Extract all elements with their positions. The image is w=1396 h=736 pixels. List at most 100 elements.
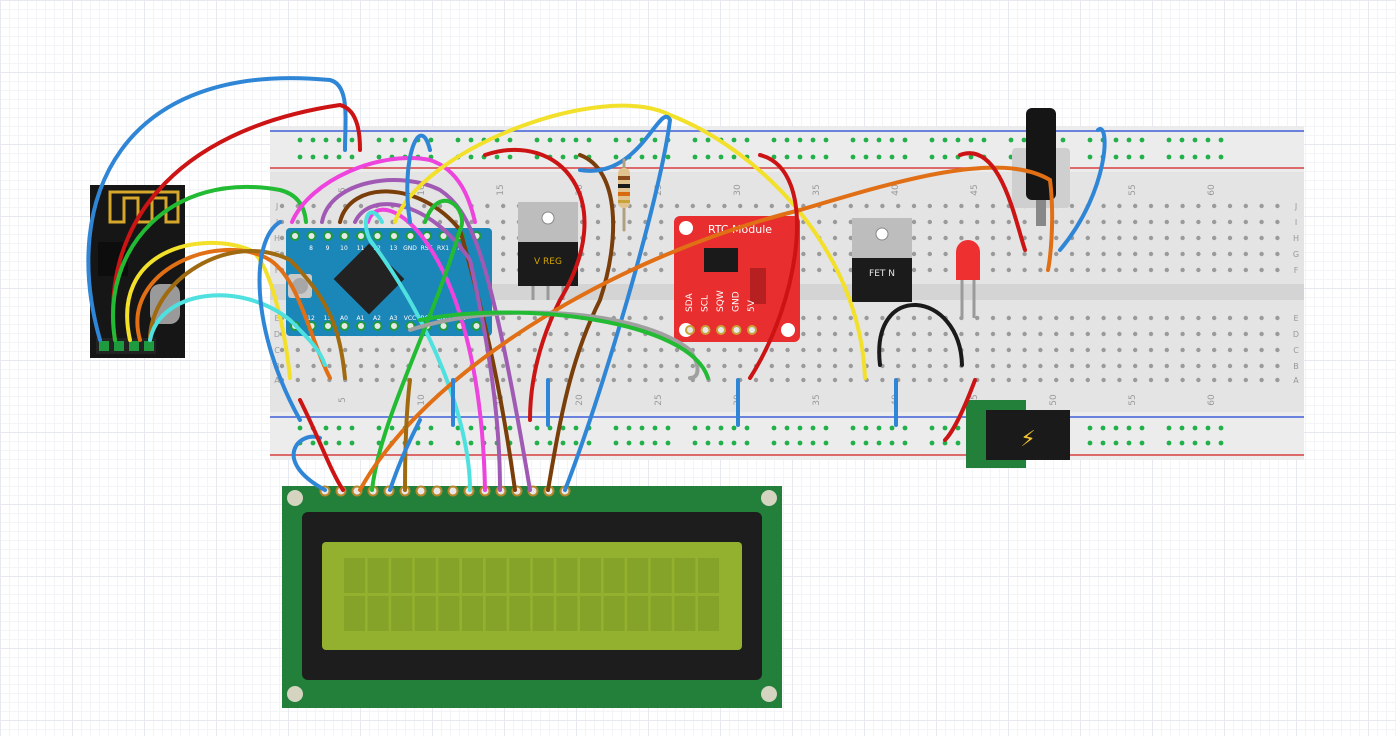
breadboard-hole	[406, 347, 411, 353]
breadboard-hole	[785, 377, 790, 383]
breadboard-hole	[1227, 235, 1233, 241]
breadboard-hole	[990, 363, 996, 369]
rail-hole	[297, 137, 303, 143]
breadboard-hole	[1180, 219, 1185, 225]
rail-hole	[534, 154, 540, 160]
row-letter: A	[1293, 376, 1299, 385]
breadboard-hole	[1006, 219, 1011, 225]
breadboard-hole	[659, 267, 664, 273]
column-number: 10	[417, 394, 427, 406]
arduino-pin	[356, 231, 366, 241]
wire-red-6	[298, 398, 345, 492]
breadboard-hole	[1243, 251, 1249, 257]
resistor-band	[618, 200, 630, 203]
breadboard-hole	[1259, 331, 1264, 337]
rail-hole	[560, 137, 566, 143]
rail-hole	[586, 440, 592, 446]
lcd-cell	[650, 558, 672, 593]
lcd-cell	[367, 596, 389, 631]
breadboard-hole	[706, 363, 711, 369]
lcd-cell	[438, 558, 460, 593]
breadboard-hole	[1133, 331, 1138, 337]
rail-hole	[534, 425, 540, 431]
breadboard-hole	[801, 347, 806, 353]
rail-hole	[1113, 137, 1119, 143]
breadboard-hole	[1054, 363, 1059, 369]
breadboard-hole	[1275, 267, 1280, 273]
rail-hole	[1139, 154, 1145, 160]
rtc-pin-label: 5V	[747, 299, 757, 312]
breadboard-hole	[959, 377, 964, 383]
lcd-cell	[603, 558, 625, 593]
breadboard-hole	[437, 347, 443, 353]
breadboard-hole	[817, 315, 822, 321]
breadboard-hole	[1259, 235, 1264, 241]
breadboard-hole	[659, 235, 664, 241]
breadboard-hole	[1164, 331, 1170, 337]
lcd-cell	[414, 558, 436, 593]
breadboard-hole	[295, 377, 300, 383]
lcd-cell	[438, 596, 460, 631]
pot-shaft	[1036, 200, 1046, 226]
rail-hole	[718, 425, 724, 431]
breadboard-hole	[627, 347, 632, 353]
breadboard-hole	[595, 267, 601, 273]
column-number: 35	[812, 394, 822, 405]
arduino-pin	[339, 321, 350, 331]
column-number: 45	[970, 184, 980, 195]
breadboard-hole	[595, 377, 601, 383]
arduino-pin-label: 10	[340, 245, 348, 252]
voltage-regulator: V REG	[518, 202, 578, 300]
breadboard-hole	[1117, 219, 1122, 225]
breadboard-hole	[990, 377, 996, 383]
breadboard-hole	[1006, 331, 1011, 337]
breadboard-hole	[832, 363, 838, 369]
arduino-pin-label: GND	[436, 315, 450, 322]
rail-hole	[613, 154, 619, 160]
breadboard-hole	[943, 347, 948, 353]
rail-hole	[1205, 425, 1211, 431]
rail-hole	[889, 154, 895, 160]
breadboard-hole	[943, 363, 948, 369]
breadboard-hole	[501, 267, 506, 273]
breadboard-hole	[1212, 203, 1217, 209]
rail-hole	[771, 440, 777, 446]
rail-hole	[1218, 154, 1224, 160]
breadboard-hole	[1133, 267, 1138, 273]
wire-blue	[86, 76, 348, 342]
breadboard-hole	[801, 315, 806, 321]
breadboard-hole	[532, 347, 537, 353]
breadboard-hole	[1227, 331, 1233, 337]
column-number: 35	[812, 184, 822, 195]
breadboard-hole	[627, 331, 632, 337]
rail-hole	[1087, 137, 1093, 143]
rail-hole	[1126, 440, 1132, 446]
rail-hole	[889, 137, 895, 143]
arduino-pin-label: 12	[307, 315, 315, 322]
rail-hole	[323, 440, 329, 446]
row-letter: H	[274, 234, 280, 243]
breadboard-hole	[706, 203, 711, 209]
breadboard-hole	[753, 203, 759, 209]
breadboard-hole	[1180, 203, 1185, 209]
breadboard-hole	[1069, 251, 1075, 257]
breadboard-hole	[848, 219, 853, 225]
arduino-pin	[389, 321, 399, 331]
rail-hole	[850, 440, 856, 446]
arduino-pin	[306, 231, 317, 241]
rail-hole	[468, 137, 474, 143]
breadboard-hole	[801, 377, 806, 383]
column-number: 40	[891, 184, 901, 196]
rail-hole	[376, 154, 382, 160]
breadboard-hole	[1196, 203, 1201, 209]
jack-body	[986, 410, 1070, 460]
breadboard-hole	[690, 203, 695, 209]
breadboard-hole	[785, 203, 790, 209]
breadboard-hole	[927, 377, 932, 383]
breadboard-hole	[848, 315, 853, 321]
rail-hole	[863, 425, 869, 431]
rail-hole	[731, 154, 737, 160]
rail-hole	[968, 137, 974, 143]
rail-hole	[1205, 137, 1211, 143]
wire-cyan-2	[364, 210, 472, 492]
